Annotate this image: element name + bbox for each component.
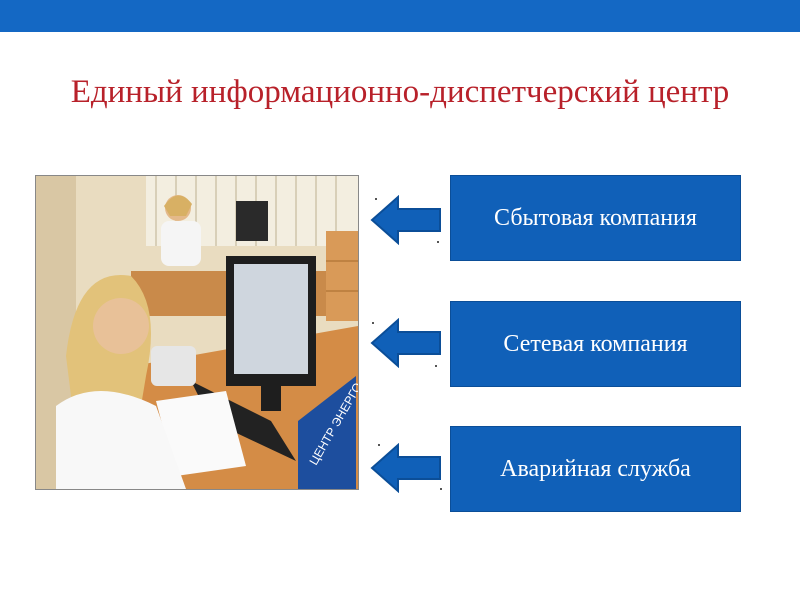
call-center-photo: ЦЕНТР ЭНЕРГО [35, 175, 359, 490]
decoration-dot [375, 198, 377, 200]
network-company-box[interactable]: Сетевая компания [450, 301, 741, 387]
box-label: Аварийная служба [500, 455, 691, 482]
sales-company-box[interactable]: Сбытовая компания [450, 175, 741, 261]
box-label: Сетевая компания [503, 330, 688, 357]
left-arrow-icon [370, 195, 441, 245]
decoration-dot [435, 365, 437, 367]
box-label: Сбытовая компания [494, 204, 697, 231]
left-arrow-icon [370, 443, 441, 493]
office-photo-icon: ЦЕНТР ЭНЕРГО [36, 176, 358, 489]
left-arrow-icon [370, 318, 441, 368]
page-title: Единый информационно-диспетчерский центр [70, 74, 730, 110]
top-accent-bar [0, 0, 800, 32]
decoration-dot [378, 444, 380, 446]
emergency-service-box[interactable]: Аварийная служба [450, 426, 741, 512]
decoration-dot [440, 488, 442, 490]
decoration-dot [437, 241, 439, 243]
decoration-dot [372, 322, 374, 324]
